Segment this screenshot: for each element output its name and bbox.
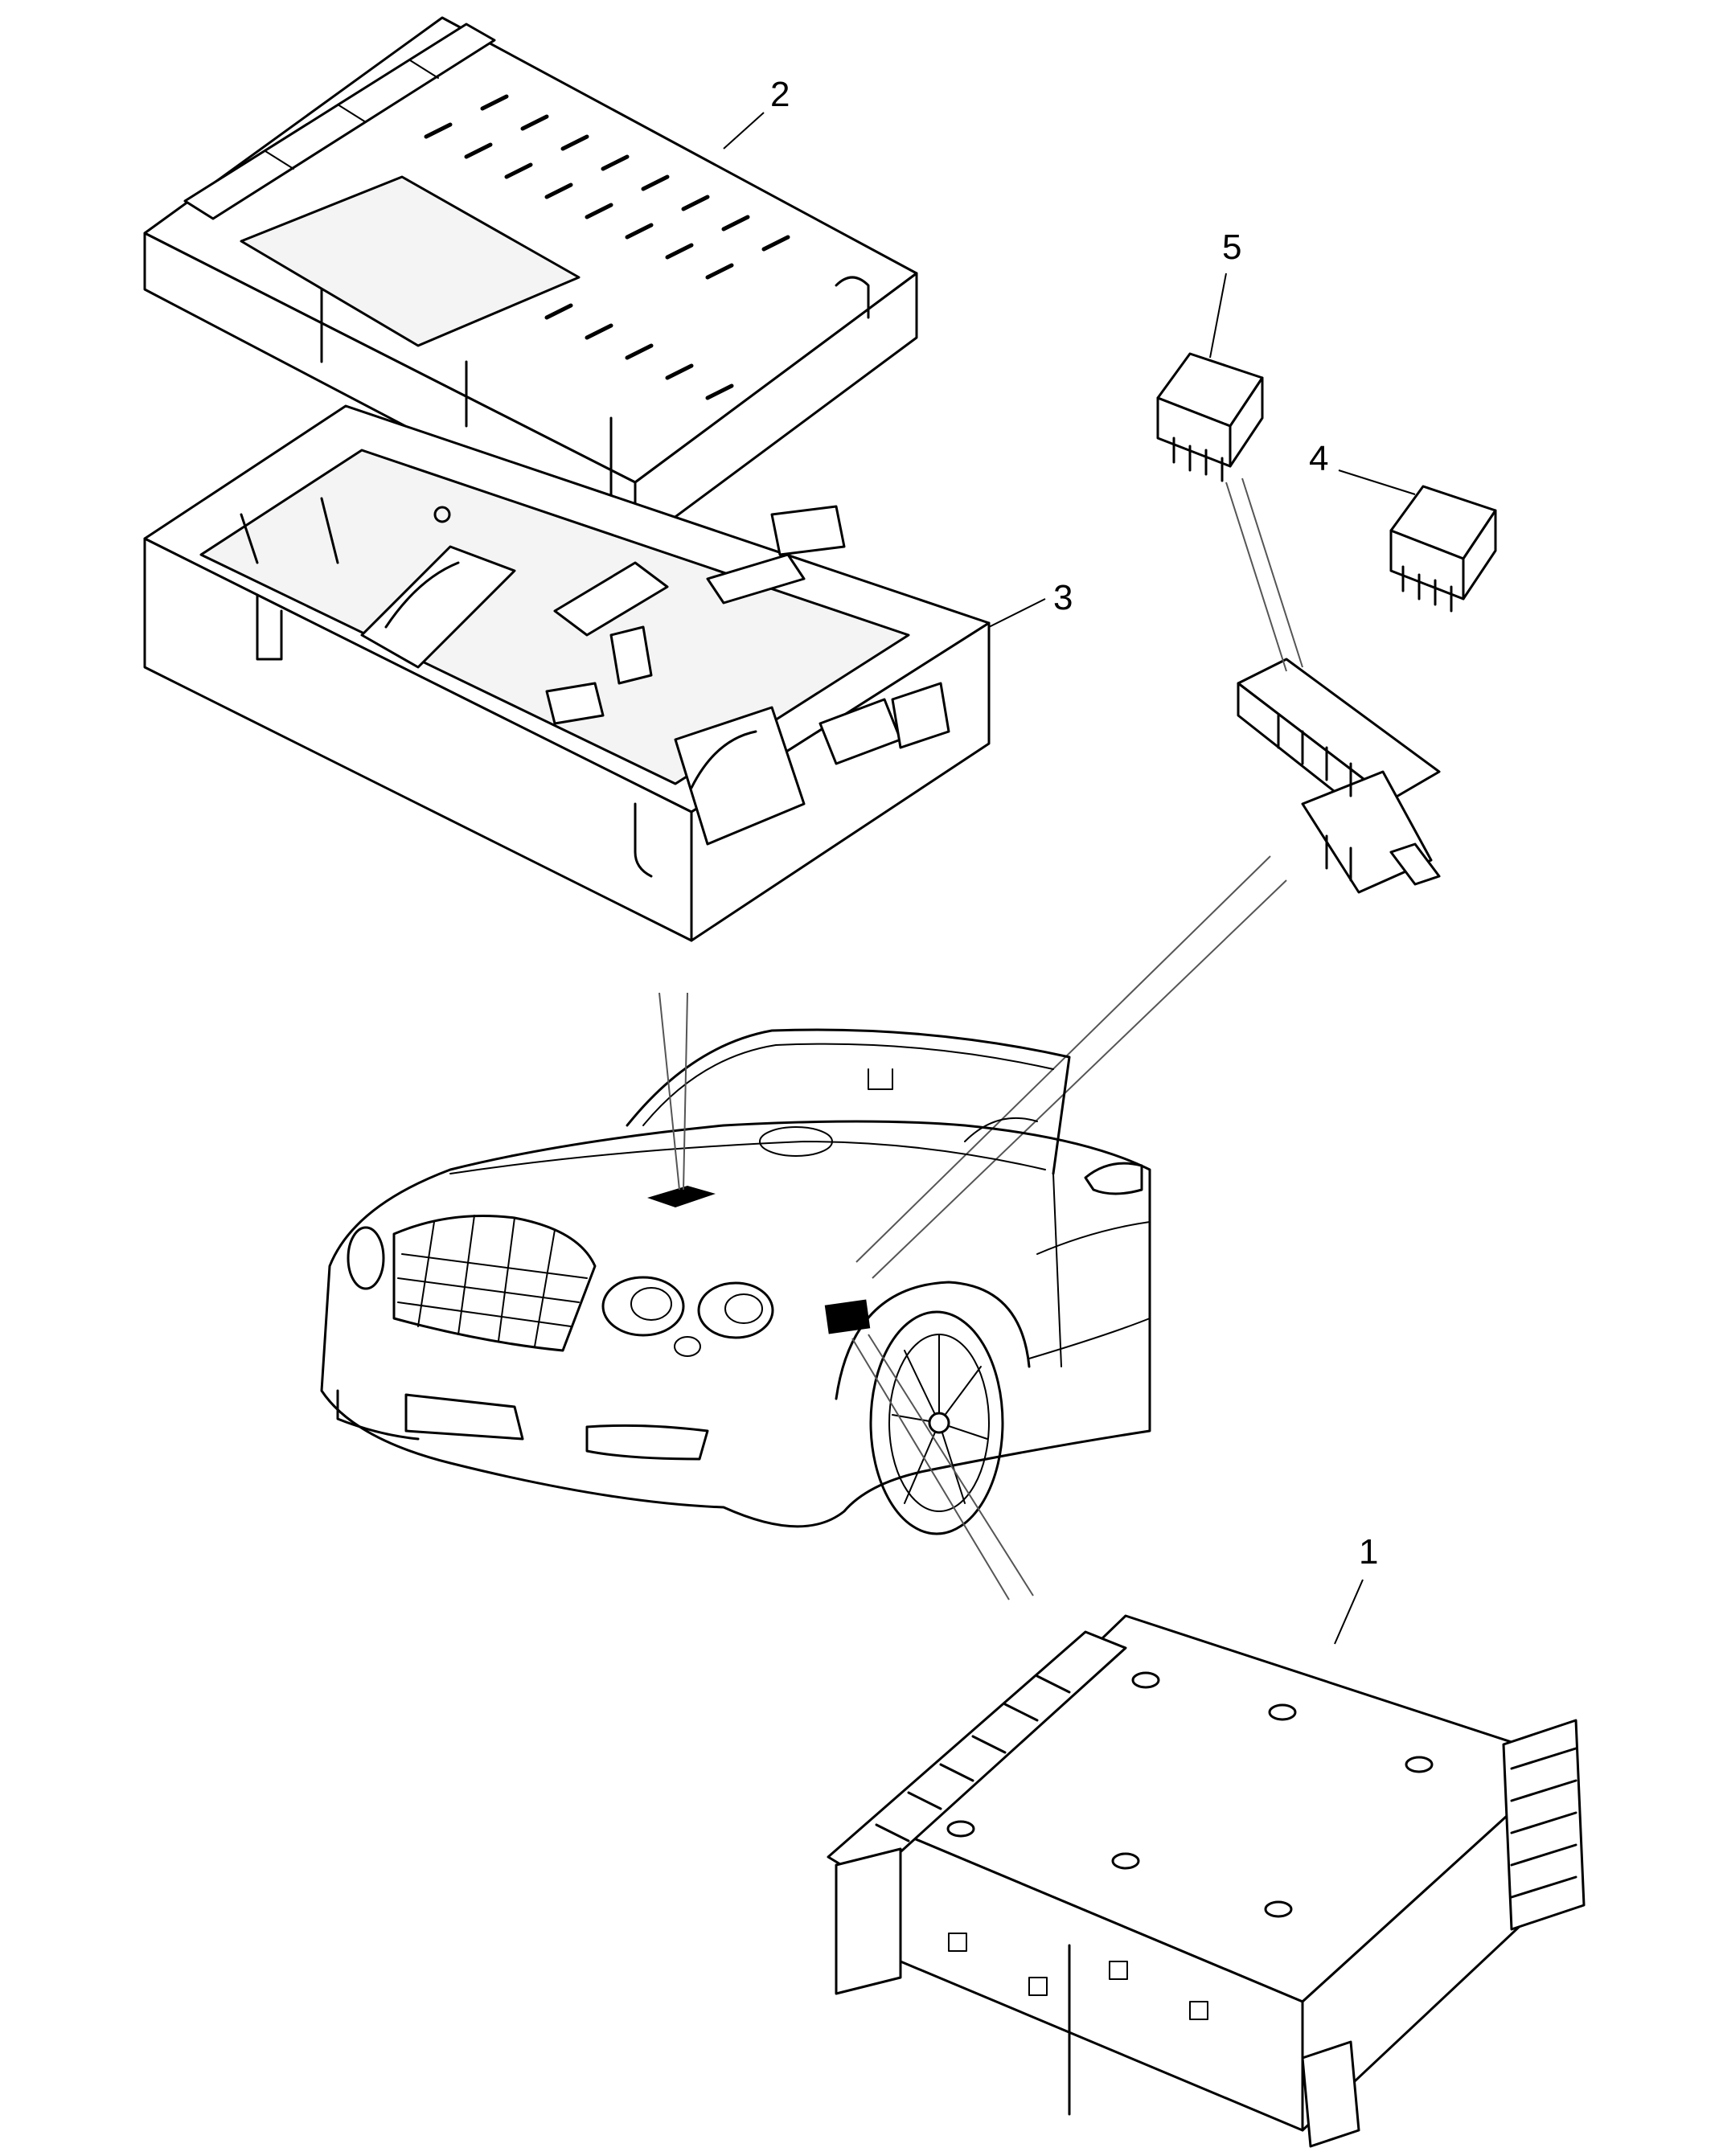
relay-part-4 xyxy=(1338,469,1497,613)
grille-mesh xyxy=(397,1215,588,1347)
callout-part-4: 4 xyxy=(1309,439,1328,478)
relay-socket xyxy=(1237,658,1441,894)
callout-part-5: 5 xyxy=(1222,227,1241,267)
control-module-part-1 xyxy=(827,1579,1586,2148)
callout-part-2: 2 xyxy=(770,75,790,114)
module-cover xyxy=(143,16,918,548)
module-tray xyxy=(143,404,1046,942)
callout-part-3: 3 xyxy=(1053,578,1073,617)
connector-pins-left xyxy=(875,1674,1071,1842)
vehicle-illustration xyxy=(320,1028,1151,1535)
relay-part-5 xyxy=(1156,273,1264,482)
vent-slots xyxy=(424,94,790,400)
callout-part-1: 1 xyxy=(1359,1532,1378,1572)
connector-pins-right xyxy=(1510,1747,1577,1899)
